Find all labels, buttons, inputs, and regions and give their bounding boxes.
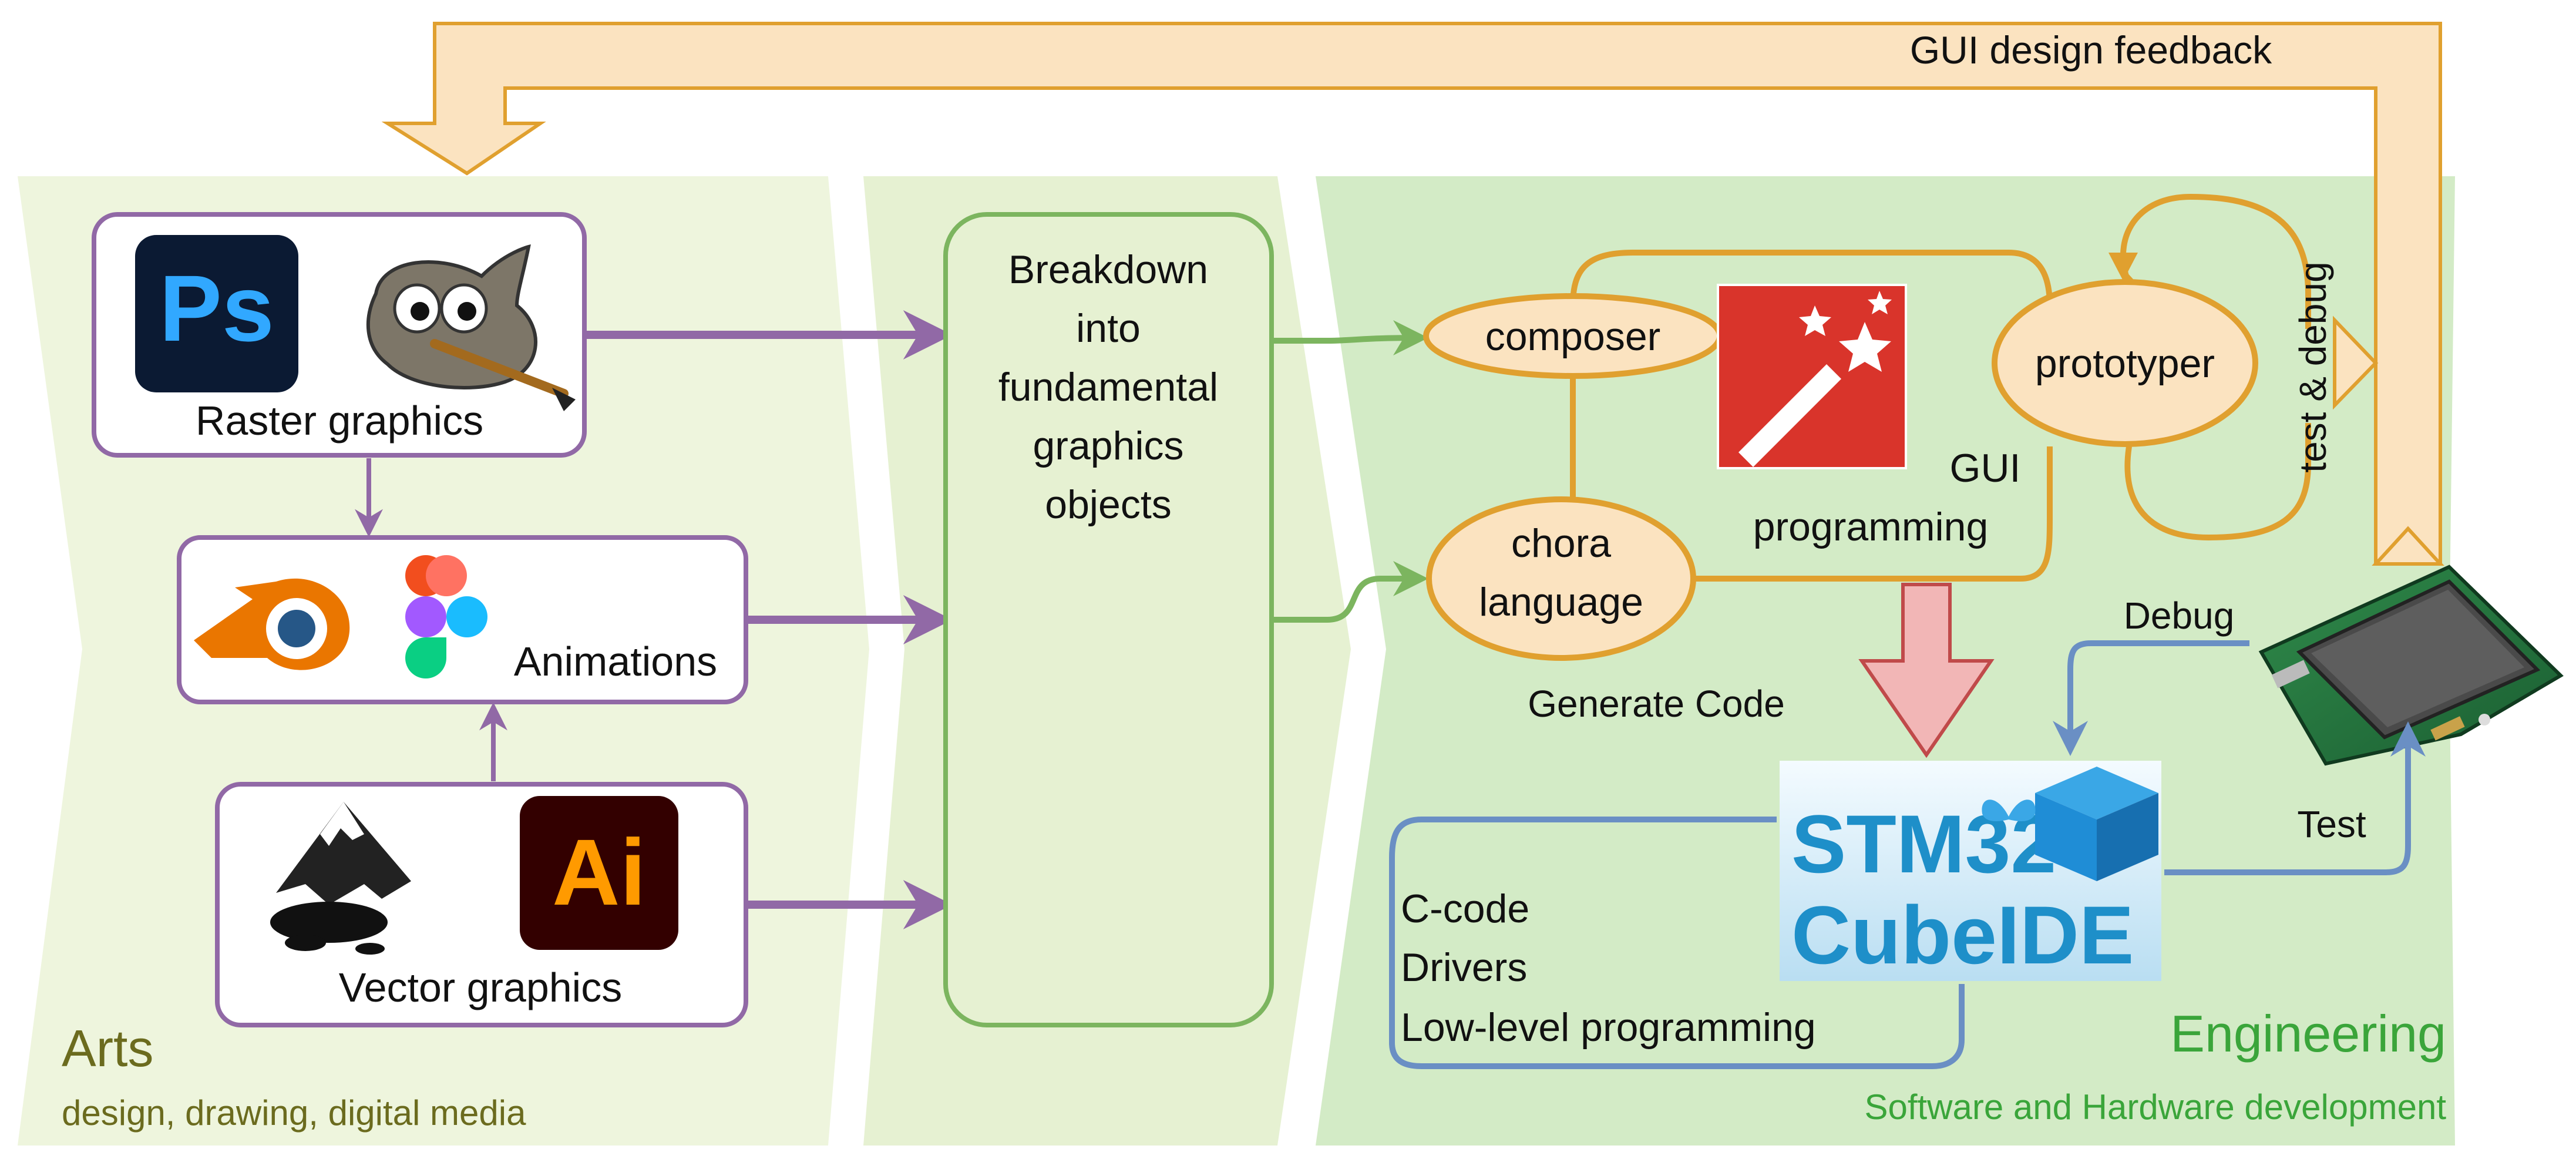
test-label: Test <box>2297 803 2366 845</box>
feedback-arrow <box>381 22 2444 566</box>
test-debug-label: test & debug <box>2292 261 2334 472</box>
blender-icon <box>194 578 350 670</box>
generate-code-arrow <box>1858 583 1995 758</box>
engineering-title: Engineering <box>2170 1005 2446 1063</box>
dev-board-icon <box>2258 565 2564 766</box>
svg-text:Ai: Ai <box>552 819 646 925</box>
stm32-cube-icon <box>2035 767 2158 881</box>
photoshop-icon: Ps <box>135 235 298 392</box>
prototyper-node <box>1992 279 2258 447</box>
gui-label: GUI <box>1950 446 2021 491</box>
breakdown-line-1: Breakdown <box>1008 247 1208 292</box>
butterfly-icon <box>1982 800 2036 821</box>
breakdown-line-2: into <box>1076 306 1141 351</box>
illustrator-icon: Ai <box>520 796 678 950</box>
stm32-cubeide-logo: STM32 CubeIDE <box>1780 761 2161 981</box>
debug-arrow <box>2053 640 2249 756</box>
breakdown-line-3: fundamental <box>998 365 1218 409</box>
breakdown-to-composer-arrow <box>1273 320 1428 356</box>
chora-node <box>1426 496 1696 661</box>
raster-label: Raster graphics <box>196 398 483 444</box>
breakdown-to-chora-arrow <box>1273 561 1428 623</box>
low-level-bracket <box>1389 817 1965 1069</box>
programming-line <box>1691 446 2053 582</box>
breakdown-box <box>943 212 1274 1027</box>
arts-title: Arts <box>62 1019 153 1077</box>
svg-text:Ps: Ps <box>159 256 274 361</box>
cubeide-text: CubeIDE <box>1791 889 2134 981</box>
figma-icon <box>405 555 487 678</box>
engineering-subtitle: Software and Hardware development <box>1864 1087 2446 1127</box>
test-debug-loop-top <box>2117 193 2311 329</box>
breakdown-line-5: objects <box>1045 482 1171 527</box>
drivers-label: Drivers <box>1401 945 1527 990</box>
loop-arrowhead <box>2108 253 2138 281</box>
chora-label-2: language <box>1479 580 1643 624</box>
top-loop-line <box>1570 250 2053 306</box>
prototyper-label: prototyper <box>2035 341 2215 386</box>
test-debug-arrow <box>2333 315 2379 410</box>
programming-label: programming <box>1753 505 1989 549</box>
vector-label: Vector graphics <box>339 965 622 1010</box>
magic-wand-icon <box>1717 284 1907 469</box>
gimp-icon <box>366 244 576 411</box>
arts-subtitle: design, drawing, digital media <box>62 1093 526 1133</box>
generate-code-label: Generate Code <box>1528 683 1785 725</box>
debug-label: Debug <box>2124 594 2235 637</box>
chora-label-1: chora <box>1511 521 1611 566</box>
c-code-label: C-code <box>1401 886 1529 931</box>
animations-label: Animations <box>514 639 717 684</box>
composer-label: composer <box>1485 314 1661 359</box>
low-level-label: Low-level programming <box>1401 1005 1816 1050</box>
test-debug-loop-bottom <box>2124 423 2311 541</box>
test-arrow <box>2164 721 2426 875</box>
breakdown-line-4: graphics <box>1033 424 1183 468</box>
feedback-label: GUI design feedback <box>1910 28 2272 72</box>
inkscape-icon <box>270 802 411 955</box>
